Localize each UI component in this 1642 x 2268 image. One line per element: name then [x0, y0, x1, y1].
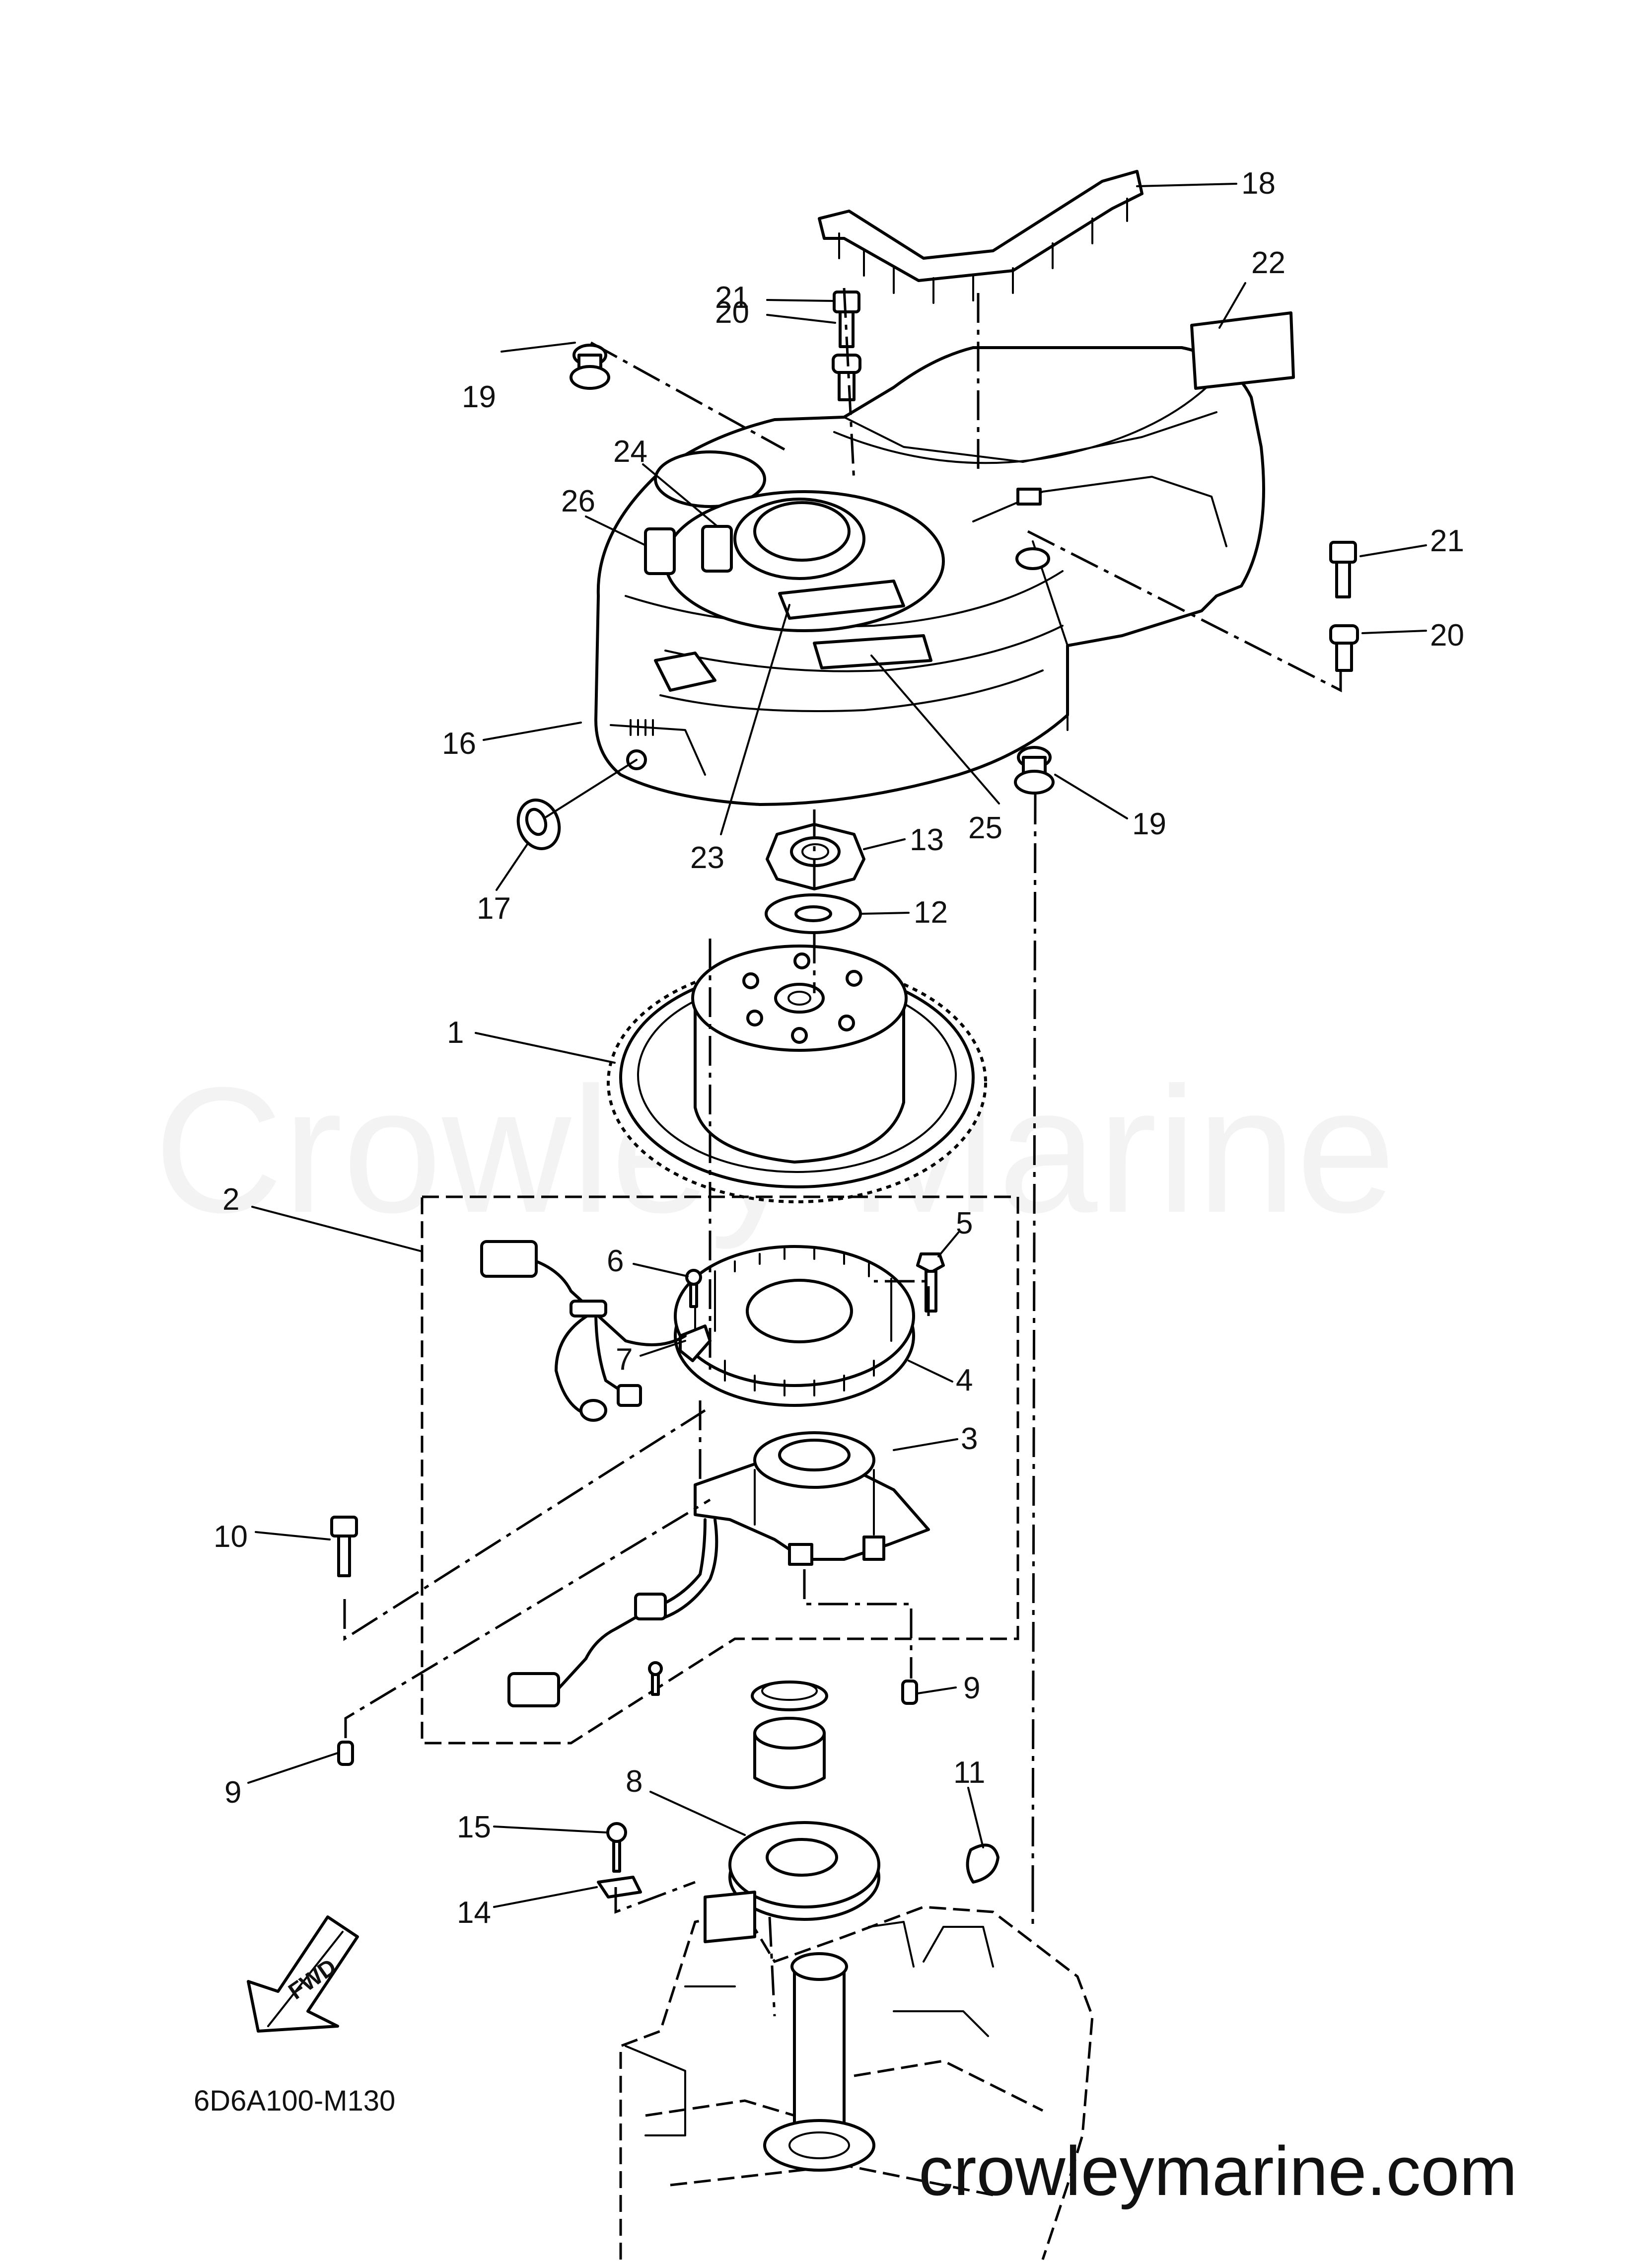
part-2-stator-assembly-boundary: [421, 1195, 1019, 1745]
callout-4[interactable]: 4: [956, 1363, 973, 1397]
callout-16[interactable]: 16: [442, 727, 476, 761]
part-6-screw[interactable]: [685, 1269, 702, 1308]
callout-14[interactable]: 14: [457, 1896, 491, 1930]
callout-labels: 1234567899101112131415161718191920202121…: [214, 166, 1464, 1930]
callout-8[interactable]: 8: [626, 1764, 643, 1799]
callout-5[interactable]: 5: [956, 1206, 973, 1241]
leader-lines: [247, 183, 1427, 2017]
callout-20[interactable]: 20: [1430, 618, 1464, 653]
part-5-screw[interactable]: [916, 1252, 945, 1313]
callout-23[interactable]: 23: [690, 841, 724, 875]
callout-3[interactable]: 3: [961, 1422, 978, 1456]
callout-9[interactable]: 9: [224, 1775, 241, 1810]
callout-18[interactable]: 18: [1241, 166, 1276, 201]
diagram-code: 6D6A100-M130: [194, 2085, 395, 2117]
part-18-trim-strip[interactable]: [818, 170, 1143, 304]
part-17-grommet[interactable]: [511, 794, 566, 854]
part-4-stator-coil[interactable]: [674, 1245, 915, 1407]
part-13-flywheel-nut[interactable]: [766, 823, 865, 890]
part-22-label[interactable]: [1190, 311, 1295, 390]
fwd-arrow-icon: [247, 1915, 359, 2033]
stator-lead-harness[interactable]: [480, 1240, 687, 1422]
callout-13[interactable]: 13: [910, 823, 944, 857]
part-15-screw[interactable]: [606, 1822, 627, 1873]
callout-19[interactable]: 19: [1132, 807, 1166, 841]
part-14-clip[interactable]: [597, 1876, 642, 1899]
callout-11[interactable]: 11: [953, 1756, 985, 1790]
part-21-bolt-top[interactable]: [833, 291, 860, 348]
site-url[interactable]: crowleymarine.com: [919, 2132, 1517, 2210]
callout-21[interactable]: 21: [1430, 524, 1464, 558]
callout-15[interactable]: 15: [457, 1810, 491, 1844]
part-12-washer[interactable]: [765, 893, 862, 934]
crank-spacer-parts: [751, 1681, 828, 1789]
part-10-bolt[interactable]: [330, 1516, 358, 1577]
callout-2[interactable]: 2: [222, 1182, 239, 1217]
part-9-dowel-pin-right[interactable]: [901, 1680, 918, 1705]
stator-base-harness[interactable]: [507, 1518, 718, 1707]
callout-21[interactable]: 21: [715, 281, 749, 315]
part-21-bolt-right[interactable]: [1329, 541, 1357, 598]
callout-10[interactable]: 10: [214, 1520, 248, 1554]
part-19-grommet-right[interactable]: [1014, 746, 1055, 795]
callout-26[interactable]: 26: [561, 484, 595, 518]
callout-12[interactable]: 12: [914, 895, 948, 930]
callout-25[interactable]: 25: [968, 811, 1002, 845]
callout-6[interactable]: 6: [607, 1244, 624, 1278]
part-11-woodruff-key[interactable]: [966, 1843, 999, 1884]
callout-22[interactable]: 22: [1251, 246, 1285, 280]
callout-9[interactable]: 9: [963, 1671, 980, 1705]
part-19-grommet-left[interactable]: [570, 344, 610, 390]
callout-1[interactable]: 1: [447, 1016, 464, 1050]
power-head-block: [619, 1891, 1094, 2260]
part-16-flywheel-cover[interactable]: [594, 346, 1265, 806]
part-20-collar-right[interactable]: [1329, 624, 1359, 672]
part-7-clamp[interactable]: [679, 1324, 712, 1362]
callout-17[interactable]: 17: [477, 891, 511, 926]
callout-7[interactable]: 7: [616, 1342, 633, 1377]
part-1-flywheel[interactable]: [607, 945, 987, 1203]
part-20-collar-top[interactable]: [832, 354, 861, 401]
callout-19[interactable]: 19: [462, 380, 496, 414]
callout-24[interactable]: 24: [613, 435, 647, 469]
part-9-dowel-pin-left[interactable]: [337, 1741, 354, 1766]
part-3-stator-base[interactable]: [694, 1431, 930, 1566]
part-8-plate[interactable]: [728, 1821, 880, 1921]
callout-20[interactable]: 20: [715, 295, 749, 330]
